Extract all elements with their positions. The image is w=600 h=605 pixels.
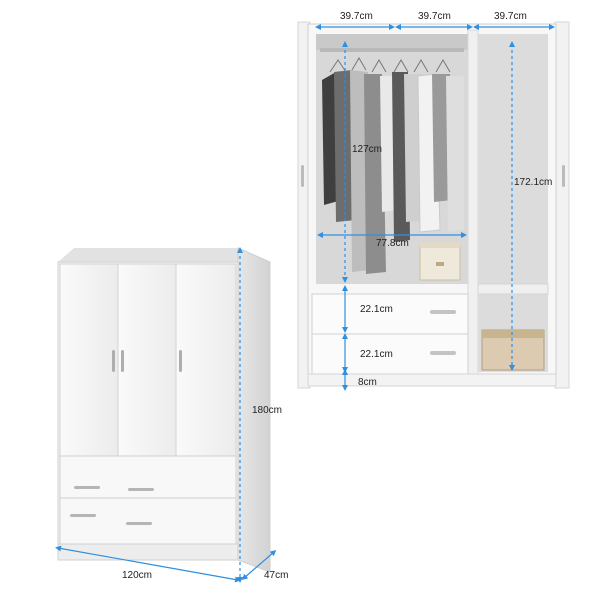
drawer-handle (74, 486, 100, 489)
label-door-width-2: 39.7cm (418, 11, 451, 22)
cabinet-base (307, 373, 557, 387)
label-total-depth: 47cm (264, 570, 288, 581)
closed-wardrobe (57, 247, 271, 573)
dim-line (55, 545, 241, 583)
hanging-rod (320, 48, 464, 52)
drawer-handle (430, 310, 456, 314)
drawer-handle (128, 488, 154, 491)
label-drawer-height-1: 22.1cm (360, 304, 393, 315)
cabinet-base (57, 543, 239, 561)
door-handle (121, 350, 124, 372)
drawer-handle (126, 522, 152, 525)
label-door-width-3: 39.7cm (494, 11, 527, 22)
drawer-handle (430, 351, 456, 355)
label-right-height: 172.1cm (514, 177, 552, 188)
label-hanging-height: 127cm (352, 144, 382, 155)
drawer-upper (59, 455, 237, 499)
label-door-width-1: 39.7cm (340, 11, 373, 22)
door-left (59, 263, 119, 457)
door-handle (562, 165, 565, 187)
dimension-lines (55, 24, 555, 583)
label-base-height: 8cm (358, 377, 377, 388)
label-drawer-height-2: 22.1cm (360, 349, 393, 360)
door-handle (179, 350, 182, 372)
drawer-handle (70, 514, 96, 517)
label-total-width: 120cm (122, 570, 152, 581)
door-handle (112, 350, 115, 372)
door-middle (117, 263, 177, 457)
right-open-door (554, 21, 570, 389)
drawer-lower (59, 497, 237, 545)
open-wardrobe (297, 21, 570, 389)
door-right (175, 263, 237, 457)
label-total-height: 180cm (252, 405, 282, 416)
right-compartment (478, 34, 548, 284)
door-handle (301, 165, 304, 187)
dim-line (241, 550, 277, 580)
hanging-clothes (322, 57, 464, 274)
label-inner-width: 77.8cm (376, 238, 409, 249)
dimension-labels: 39.7cm 39.7cm 39.7cm 127cm 77.8cm 172.1c… (122, 11, 552, 581)
